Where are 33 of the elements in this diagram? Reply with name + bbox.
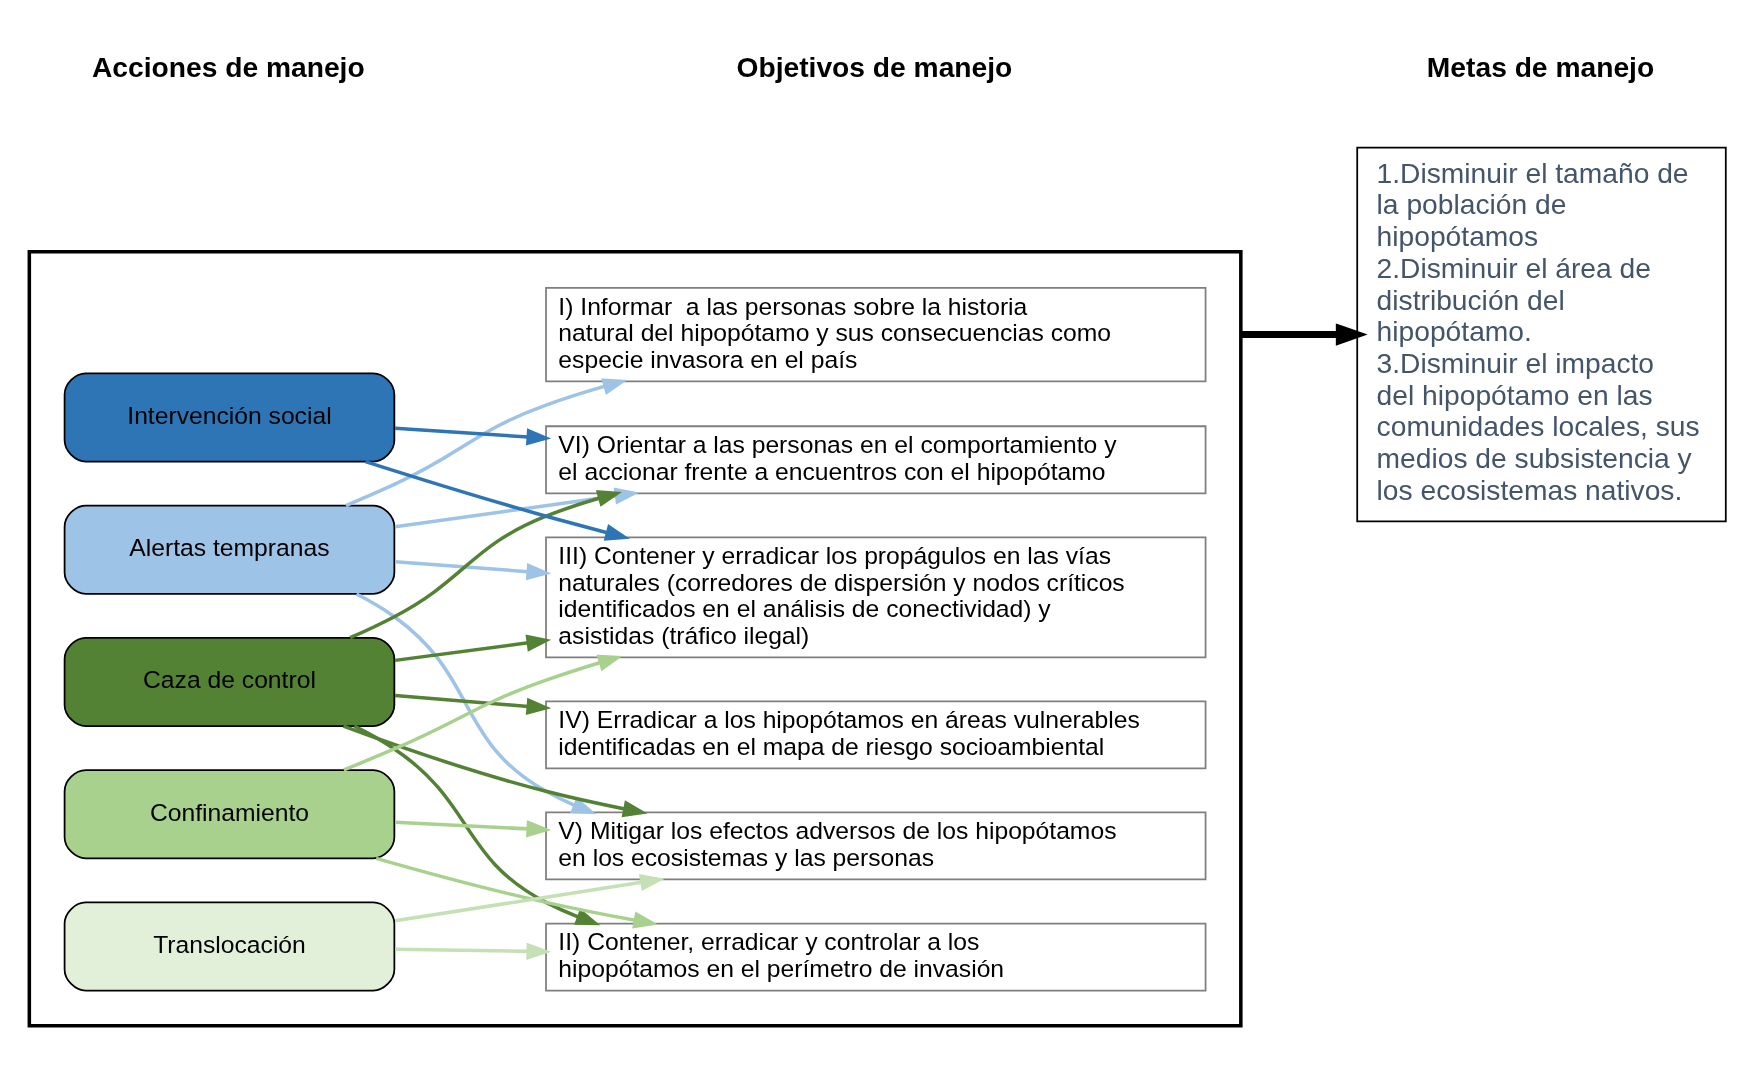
- node-box: Caza de control: [63, 636, 396, 727]
- arrow: [355, 591, 597, 814]
- label: Metas de manejo: [1426, 50, 1655, 83]
- arrow: [364, 459, 630, 541]
- arrow: [375, 856, 659, 929]
- arrow: [395, 819, 552, 837]
- node-box: I) Informar a las personas sobre la historia natural del hipopótamo y sus consecuencias como especie invasora en el país: [545, 286, 1207, 382]
- arrow: [394, 486, 640, 528]
- cluster: [27, 249, 1243, 1028]
- arrow: [394, 873, 665, 923]
- arrow: [349, 489, 623, 639]
- arrow: [345, 377, 628, 507]
- node-box: IV) Erradicar a los hipopótamos en áreas vulnerables identificadas en el mapa de riesgo socioambiental: [545, 700, 1207, 769]
- node-box: III) Contener y erradicar los propágulos en las vías naturales (corredores de dispersión y nodos críticos identificados en el análisis de conectividad) y asistidas (tráfico ilegal): [545, 535, 1207, 658]
- arrow: [1240, 322, 1368, 346]
- arrow: [394, 693, 552, 715]
- node-box: Translocación: [63, 901, 396, 991]
- label: Acciones de manejo: [91, 50, 365, 83]
- arrow: [395, 942, 552, 960]
- node-box: 1.Disminuir el tamaño de la población de hipopótamos 2.Disminuir el área de distribución del hipopótamo. 3.Disminuir el impacto del hipopótamo en las comunidades locales, sus medios de subsistencia y los ecosistemas nativos.: [1356, 146, 1727, 522]
- arrow: [353, 724, 601, 925]
- node-box: Intervención social: [63, 371, 396, 462]
- arrow: [343, 654, 623, 772]
- arrow: [395, 425, 552, 445]
- label: Objetivos de manejo: [736, 50, 1013, 83]
- node-box: VI) Orientar a las personas en el comportamiento y el accionar frente a encuentros con el hipopótamo: [545, 424, 1207, 494]
- node-box: V) Mitigar los efectos adversos de los hipopótamos en los ecosistemas y las personas: [545, 811, 1207, 880]
- node-box: II) Contener, erradicar y controlar a los hipopótamos en el perímetro de invasión: [545, 922, 1207, 991]
- arrow: [394, 633, 552, 662]
- node-box: Confinamiento: [63, 768, 396, 859]
- arrow: [342, 724, 648, 817]
- arrow: [394, 559, 552, 580]
- node-box: Alertas tempranas: [63, 504, 396, 595]
